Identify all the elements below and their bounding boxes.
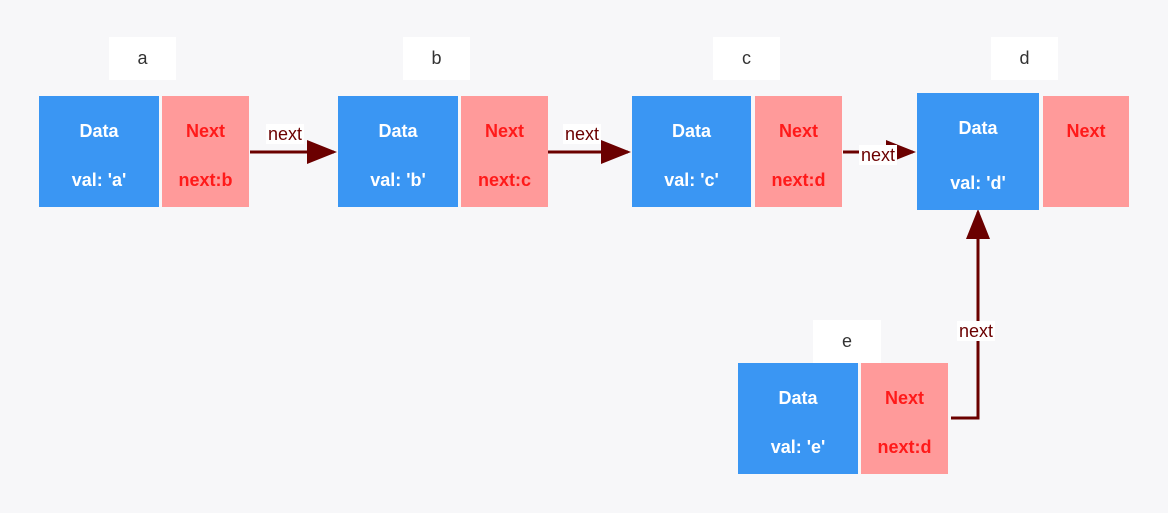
- node-c-next-title: Next: [778, 121, 818, 141]
- node-b-data-box: Data val: 'b': [338, 96, 458, 207]
- edge-a-b-label: next: [266, 124, 305, 144]
- node-b-label: b: [403, 37, 470, 80]
- node-b-next-title: Next: [484, 121, 524, 141]
- node-c-data-box: Data val: 'c': [632, 96, 751, 207]
- node-a-data-title: Data: [79, 121, 119, 141]
- edge-b-c-label: next: [563, 124, 602, 144]
- node-b-data-value: val: 'b': [370, 170, 426, 190]
- node-d-data-box: Data val: 'd': [917, 93, 1039, 210]
- node-a-label: a: [109, 37, 176, 80]
- node-b-next-value: next:c: [477, 170, 531, 190]
- node-c-label: c: [713, 37, 780, 80]
- node-b-next-box: Next next:c: [461, 96, 548, 207]
- node-d-data-title: Data: [958, 118, 998, 138]
- node-d-label: d: [991, 37, 1058, 80]
- node-b-data-title: Data: [378, 121, 418, 141]
- edge-e-d-arrow: [951, 209, 990, 420]
- node-e-data-value: val: 'e': [770, 437, 826, 457]
- node-a-data-value: val: 'a': [71, 170, 127, 190]
- node-d-data-value: val: 'd': [950, 173, 1006, 193]
- node-c-data-title: Data: [671, 121, 711, 141]
- node-e-next-value: next:d: [877, 437, 932, 457]
- node-c-next-value: next:d: [771, 170, 826, 190]
- node-a-next-title: Next: [185, 121, 225, 141]
- node-a-next-value: next:b: [178, 170, 233, 190]
- node-d-next-box: Next: [1043, 96, 1129, 207]
- node-c-data-value: val: 'c': [664, 170, 719, 190]
- node-d-next-title: Next: [1066, 121, 1106, 141]
- node-e-label: e: [813, 320, 881, 363]
- node-e-next-box: Next next:d: [861, 363, 948, 474]
- node-a-next-box: Next next:b: [162, 96, 249, 207]
- node-a-data-box: Data val: 'a': [39, 96, 159, 207]
- node-e-data-box: Data val: 'e': [738, 363, 858, 474]
- node-c-next-box: Next next:d: [755, 96, 842, 207]
- node-e-next-title: Next: [884, 388, 924, 408]
- node-e-data-title: Data: [778, 388, 818, 408]
- edge-e-d-label: next: [957, 321, 996, 341]
- edge-c-d-label: next: [859, 145, 898, 165]
